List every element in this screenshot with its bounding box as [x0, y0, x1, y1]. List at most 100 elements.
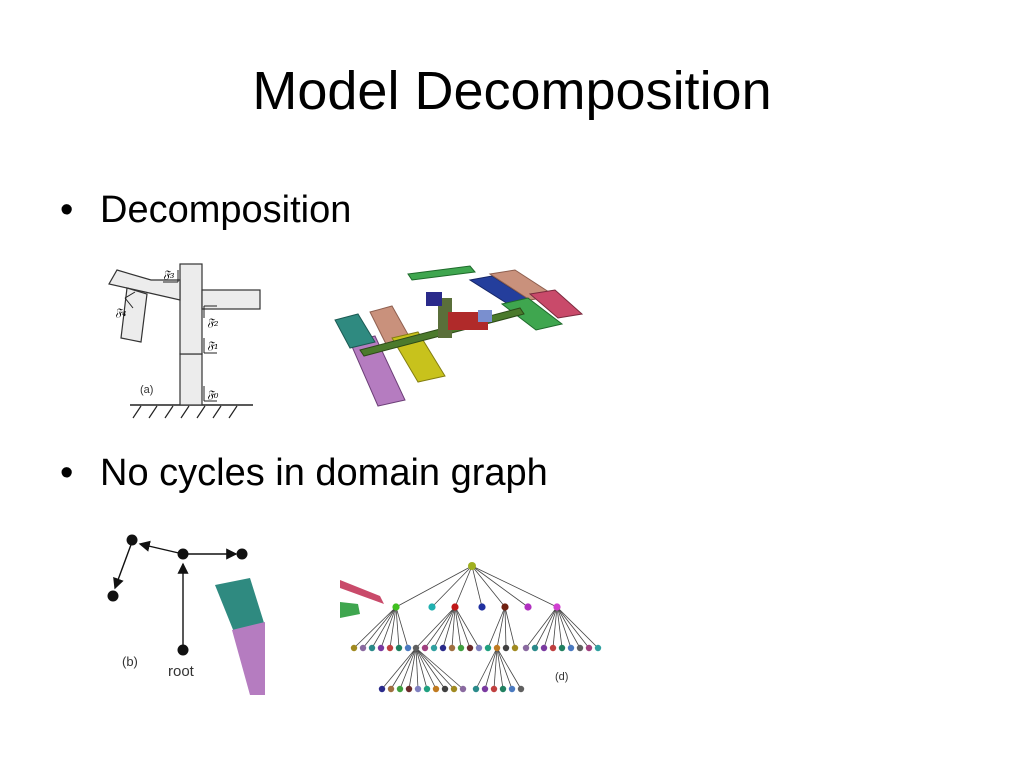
tree-edge	[408, 647, 417, 690]
tree-node	[517, 685, 525, 693]
tree-node	[441, 685, 449, 693]
tree-node	[594, 644, 602, 652]
tree-node	[387, 685, 395, 693]
tree-edge	[415, 647, 428, 690]
tree-node	[508, 685, 516, 693]
tree-edge	[556, 606, 581, 649]
tree-edge	[487, 606, 506, 649]
tree-nodes	[350, 562, 602, 693]
ground-hatch	[132, 405, 238, 419]
tree-edge	[484, 647, 498, 690]
frame-label-3: 𝔉₃	[163, 268, 174, 281]
tree-edge	[556, 606, 590, 649]
frame-label-1: 𝔉₁	[207, 339, 218, 352]
tree-node	[430, 644, 438, 652]
tree-edge	[415, 647, 464, 690]
tree-node	[531, 644, 539, 652]
tree-node	[448, 644, 456, 652]
tree-edge	[431, 565, 473, 608]
tree-node	[450, 685, 458, 693]
tree-node	[466, 644, 474, 652]
tree-edge	[471, 565, 506, 608]
tree-node	[511, 644, 519, 652]
tree-edge	[415, 606, 456, 649]
station-fragment-green	[340, 602, 360, 618]
tree-node	[567, 644, 575, 652]
tree-node	[350, 644, 358, 652]
link-right-arm	[201, 289, 261, 310]
tree-edge	[380, 606, 397, 649]
tree-node-level1	[478, 603, 486, 611]
tree-edge	[395, 565, 473, 608]
tree-node	[423, 685, 431, 693]
tree-edge	[415, 647, 437, 690]
tree-edge	[433, 606, 456, 649]
frame-label-2: 𝔉₂	[207, 316, 218, 329]
tree-node	[421, 644, 429, 652]
tree-node	[405, 685, 413, 693]
tree-node	[502, 644, 510, 652]
tree-node-level1	[524, 603, 532, 611]
space-station-render	[334, 265, 584, 407]
tree-edge	[454, 606, 480, 649]
tree-node	[472, 685, 480, 693]
figure-b-domain-graph: (b) root	[107, 534, 265, 695]
tree-node	[359, 644, 367, 652]
tree-node	[484, 644, 492, 652]
tree-node	[522, 644, 530, 652]
tree-node	[378, 685, 386, 693]
tree-edge	[493, 647, 498, 690]
tree-node-level1	[501, 603, 509, 611]
tree-node	[585, 644, 593, 652]
solar-panel-pink	[528, 289, 584, 319]
module-dark	[426, 292, 442, 306]
tree-node	[395, 644, 403, 652]
tree-edge	[552, 606, 558, 649]
figure-a-label: (a)	[140, 384, 153, 396]
tree-node	[439, 644, 447, 652]
tree-edge	[471, 565, 483, 608]
tree-edge	[415, 647, 455, 690]
tree-node	[558, 644, 566, 652]
tree-node	[490, 685, 498, 693]
tree-node	[414, 685, 422, 693]
tree-edge	[454, 565, 473, 608]
tree-edge	[471, 565, 529, 608]
tree-edges	[353, 565, 599, 690]
figure-d-label: (d)	[555, 671, 568, 683]
link-left-arm	[108, 269, 181, 301]
tree-node-level1	[553, 603, 561, 611]
tree-edge	[496, 647, 513, 690]
bullet-text: No cycles in domain graph	[100, 452, 548, 494]
tree-edge	[543, 606, 558, 649]
tree-node-level1	[428, 603, 436, 611]
station-fragment-purple	[232, 622, 265, 695]
tree-edge	[451, 606, 456, 649]
tree-edge	[556, 606, 599, 649]
tree-edge	[496, 606, 506, 649]
tree-node	[499, 685, 507, 693]
tree-edge	[424, 606, 456, 649]
solar-panel-green	[500, 297, 564, 331]
tree-edge	[415, 647, 419, 690]
tree-node	[386, 644, 394, 652]
tree-edge	[353, 606, 397, 649]
tree-edge	[442, 606, 456, 649]
tree-edge	[381, 647, 417, 690]
tree-node	[459, 685, 467, 693]
tree-node	[475, 644, 483, 652]
tree-edge	[504, 606, 516, 649]
tree-edge	[399, 647, 417, 690]
bullet-no-cycles: • No cycles in domain graph	[60, 452, 548, 495]
frame-label-4: 𝔉₄	[115, 306, 126, 319]
tree-node	[481, 685, 489, 693]
tree-edge	[475, 647, 498, 690]
graph-edges	[113, 540, 238, 648]
tree-edge	[390, 647, 417, 690]
tree-node	[404, 644, 412, 652]
tree-node	[549, 644, 557, 652]
tree-node	[377, 644, 385, 652]
bullet-decomposition: • Decomposition	[60, 189, 351, 232]
tree-node-level1	[451, 603, 459, 611]
slide-title: Model Decomposition	[252, 61, 772, 121]
